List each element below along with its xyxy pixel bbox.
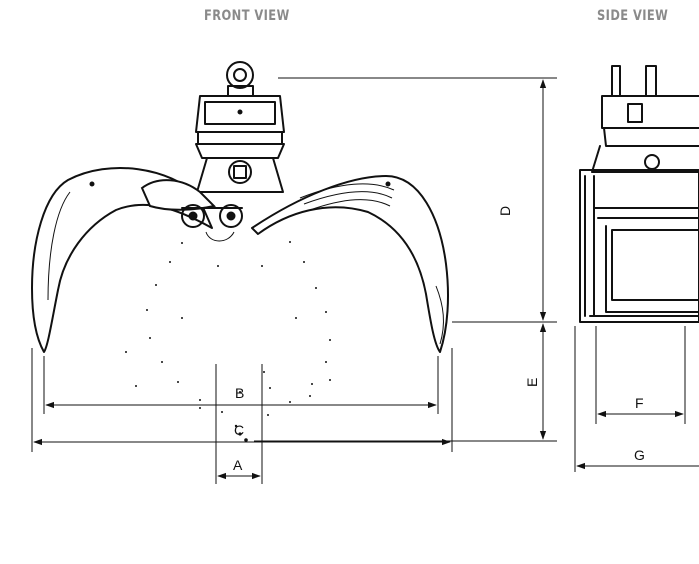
dimension-label-b: B: [235, 385, 244, 401]
cylinder-pivots: [181, 204, 243, 242]
left-jaw: [31, 167, 216, 353]
side-view-title: SIDE VIEW: [597, 8, 669, 24]
side-view-grapple: [579, 65, 699, 323]
dimension-label-e: E: [524, 378, 540, 387]
front-view-title: FRONT VIEW: [204, 8, 290, 24]
dotted-swing-path: [125, 241, 331, 442]
dimension-label-c: C: [234, 422, 244, 438]
dimension-label-g: G: [634, 447, 645, 463]
dimension-lines: [33, 79, 699, 480]
front-view-grapple: [31, 61, 449, 442]
extension-lines: [31, 77, 686, 484]
dimension-labels: D E A B C F G: [233, 206, 645, 473]
dimension-label-a: A: [233, 457, 243, 473]
right-jaw: [251, 175, 449, 353]
rotator-head: [195, 61, 285, 193]
dimension-label-d: D: [497, 206, 513, 216]
dimension-label-f: F: [635, 395, 644, 411]
